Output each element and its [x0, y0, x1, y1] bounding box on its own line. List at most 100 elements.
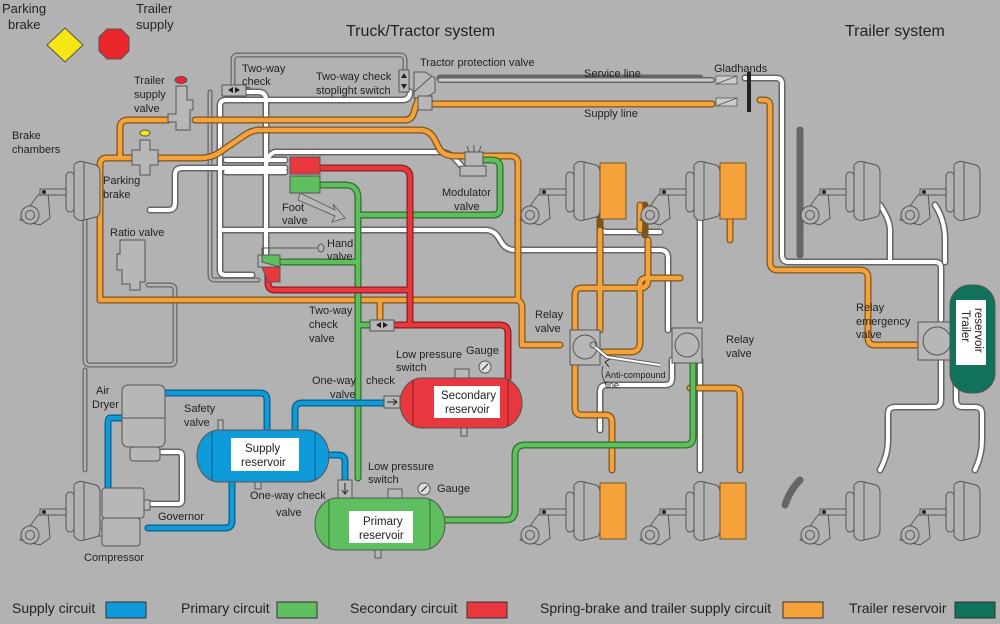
low-pressure-switch: [387, 488, 403, 499]
relay-valve-right-label: Relay: [726, 334, 755, 346]
svg-text:Trailer reservoir: Trailer reservoir: [849, 600, 947, 616]
ratio-valve[interactable]: [116, 239, 146, 291]
legend-item-spring-brake: Spring-brake and trailer supply circuit: [540, 600, 824, 619]
safety-valve-label: Safety: [184, 403, 216, 415]
relay-valve-left-label: Relay: [535, 309, 564, 321]
trailer-reservoir[interactable]: Trailer reservoir: [949, 284, 996, 394]
tractor-protection-valve-label: Tractor protection valve: [420, 57, 535, 69]
parking-brake-sign: Parking brake: [2, 1, 84, 63]
svg-text:switch: switch: [396, 362, 427, 374]
legend-item-primary: Primary circuit: [181, 600, 318, 619]
svg-text:check: check: [242, 76, 271, 88]
gladhands[interactable]: [715, 72, 751, 112]
brake-chamber[interactable]: [19, 160, 101, 226]
svg-text:emergency: emergency: [856, 316, 911, 328]
brake-chamber[interactable]: [899, 480, 981, 546]
foot-valve[interactable]: [289, 156, 346, 223]
primary-reservoir[interactable]: Primary reservoir: [314, 479, 446, 559]
brake-chamber[interactable]: [519, 160, 627, 226]
one-way-check-secondary-label: One-way: [312, 375, 357, 387]
legend: Supply circuit Primary circuit Secondary…: [12, 600, 996, 619]
svg-text:Trailer: Trailer: [136, 1, 173, 16]
brake-chamber[interactable]: [639, 480, 747, 546]
svg-text:switch: switch: [368, 474, 399, 486]
brake-chamber[interactable]: [799, 480, 881, 546]
supply-lines: [104, 389, 394, 532]
legend-swatch: [954, 601, 996, 619]
trailer-supply-valve-label: Trailer: [134, 75, 165, 87]
secondary-reservoir[interactable]: Secondary reservoir: [383, 360, 523, 437]
svg-text:Secondary: Secondary: [441, 390, 496, 402]
trailer-system-title: Trailer system: [845, 23, 945, 40]
relay-valve-left[interactable]: [569, 329, 601, 366]
modulator-valve[interactable]: [459, 145, 487, 177]
low-pressure-switch: [454, 368, 470, 379]
svg-text:reservoir: reservoir: [445, 404, 490, 416]
svg-text:valve: valve: [726, 348, 752, 360]
svg-text:Spring-brake and trailer suppl: Spring-brake and trailer supply circuit: [540, 600, 771, 616]
legend-item-supply: Supply circuit: [12, 600, 147, 619]
legend-swatch: [276, 601, 318, 619]
brake-chamber[interactable]: [639, 160, 747, 226]
legend-swatch: [466, 601, 508, 619]
parking-brake-valve-label: Parking: [103, 175, 140, 187]
two-way-check-label: Two-way: [242, 63, 286, 75]
parking-brake-valve[interactable]: [131, 129, 159, 176]
brake-chamber[interactable]: [799, 160, 881, 226]
svg-text:valve: valve: [856, 329, 882, 341]
svg-text:Supply circuit: Supply circuit: [12, 600, 95, 616]
red-knob-icon: [174, 76, 188, 84]
low-pressure-switch-secondary-label: Low pressure: [396, 349, 462, 361]
svg-text:check: check: [366, 375, 395, 387]
two-way-check-stoplight-label: Two-way check: [316, 71, 392, 83]
legend-item-trailer-reservoir: Trailer reservoir: [849, 600, 996, 619]
svg-text:chambers: chambers: [12, 144, 61, 156]
safety-valve: [217, 419, 224, 431]
trailer-supply-valve[interactable]: [167, 76, 194, 131]
supply-reservoir[interactable]: Supply reservoir: [196, 419, 330, 490]
svg-text:valve: valve: [282, 215, 308, 227]
foot-valve-label: Foot: [282, 202, 304, 214]
trailer-supply-sign: Trailer supply: [98, 1, 174, 60]
svg-text:valve: valve: [330, 389, 356, 401]
brake-chamber[interactable]: [899, 160, 981, 226]
ratio-valve-label: Ratio valve: [110, 227, 164, 239]
svg-text:Trailer: Trailer: [959, 310, 971, 342]
svg-text:brake: brake: [103, 189, 131, 201]
gauge-secondary-label: Gauge: [466, 345, 499, 357]
air-dryer[interactable]: [121, 384, 166, 462]
tractor-protection-valve[interactable]: [413, 71, 436, 111]
stoplight-switch[interactable]: [398, 69, 410, 93]
two-way-check-valve[interactable]: [369, 319, 395, 332]
compressor-label: Compressor: [84, 552, 144, 564]
brake-chamber[interactable]: [19, 480, 101, 546]
svg-text:supply: supply: [136, 17, 174, 32]
svg-text:Secondary circuit: Secondary circuit: [350, 600, 457, 616]
svg-text:line: line: [605, 380, 619, 390]
one-way-check-supply-label: One-way check: [250, 490, 326, 502]
primary-lines: [278, 156, 697, 524]
anti-compound-label: Anti-compound: [605, 370, 666, 380]
svg-text:supply: supply: [134, 89, 166, 101]
relay-valve-right[interactable]: [671, 327, 703, 364]
service-line-label: Service line: [584, 68, 641, 80]
legend-item-secondary: Secondary circuit: [350, 600, 508, 619]
svg-text:valve: valve: [276, 507, 302, 519]
yellow-knob-icon: [139, 129, 151, 137]
hand-valve[interactable]: [257, 243, 325, 283]
two-way-check-valve-top[interactable]: [221, 84, 247, 97]
svg-text:Primary: Primary: [363, 516, 403, 528]
gauge-primary-label: Gauge: [437, 483, 470, 495]
gladhands-label: Gladhands: [714, 63, 768, 75]
supply-line-label: Supply line: [584, 108, 638, 120]
svg-text:valve: valve: [184, 417, 210, 429]
compressor[interactable]: [91, 487, 151, 547]
two-way-check-valve-label: Two-way: [309, 305, 353, 317]
hand-valve-label: Hand: [327, 238, 353, 250]
truck-system-title: Truck/Tractor system: [346, 23, 495, 40]
svg-text:valve: valve: [309, 333, 335, 345]
svg-text:valve: valve: [535, 323, 561, 335]
brake-chamber[interactable]: [519, 480, 627, 546]
svg-text:Parking: Parking: [2, 1, 46, 16]
